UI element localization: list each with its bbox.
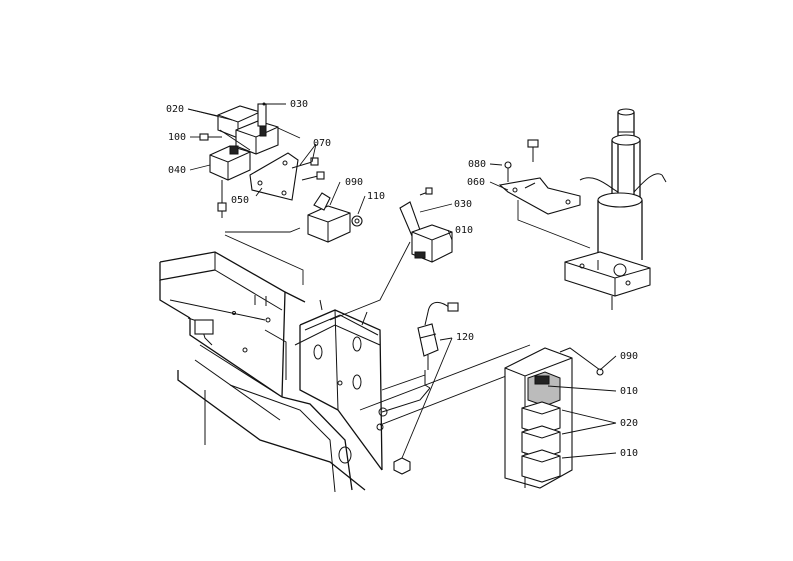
mount-bracket	[294, 299, 388, 471]
callout-040: 040	[168, 165, 186, 176]
callout-050: 050	[231, 195, 249, 206]
callout-010-box1: 010	[620, 386, 638, 397]
callout-020-box: 020	[620, 418, 638, 429]
callout-030-top: 030	[290, 99, 308, 110]
callout-080: 080	[468, 159, 486, 170]
callout-010-mid: 010	[455, 225, 473, 236]
relay-box	[504, 347, 604, 489]
chassis-frame	[159, 251, 366, 493]
bracket-060	[498, 139, 591, 249]
callout-120: 120	[456, 332, 474, 343]
callout-090-box: 090	[620, 351, 638, 362]
callout-010-box2: 010	[620, 448, 638, 459]
callout-060: 060	[467, 177, 485, 188]
callout-090-mid: 090	[345, 177, 363, 188]
relay-mid	[329, 187, 453, 321]
steering-column	[564, 108, 667, 310]
callout-030-mid: 030	[454, 199, 472, 210]
callout-020-top: 020	[166, 104, 184, 115]
callout-100: 100	[168, 132, 186, 143]
leader-lines	[187, 102, 617, 459]
callout-070: 070	[313, 138, 331, 149]
callout-110: 110	[367, 191, 385, 202]
callout-labels: 020 030 100 040 070 050 090 110 080 060 …	[166, 99, 638, 459]
